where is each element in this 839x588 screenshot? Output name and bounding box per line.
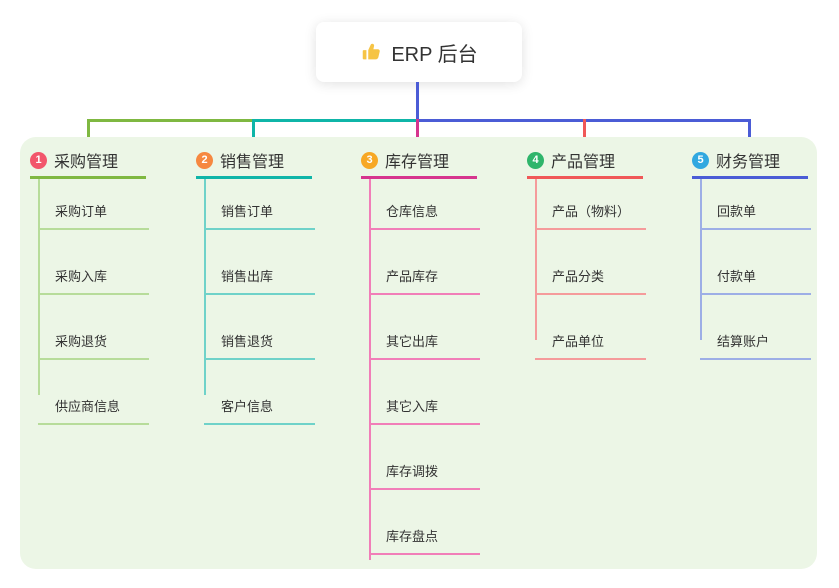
child-node-label: 产品单位 xyxy=(552,334,605,349)
branch-column-product: 4 产品管理 产品（物料） 产品分类 产品单位 xyxy=(527,149,687,360)
child-node[interactable]: 库存调拨 xyxy=(369,425,480,490)
connector-children-vline xyxy=(369,179,371,560)
branch-column-sales: 2 销售管理 销售订单 销售出库 销售退货 客户信息 xyxy=(196,149,356,425)
child-node[interactable]: 客户信息 xyxy=(204,360,315,425)
branch-number-badge: 3 xyxy=(361,151,378,169)
child-node-label: 库存调拨 xyxy=(386,464,439,479)
branch-column-finance: 5 财务管理 回款单 付款单 结算账户 xyxy=(692,149,839,360)
connector-children-vline xyxy=(700,179,702,340)
child-node[interactable]: 其它入库 xyxy=(369,360,480,425)
child-node[interactable]: 出库库明细 xyxy=(369,555,480,588)
child-node[interactable]: 销售出库 xyxy=(204,230,315,295)
connector-children-vline xyxy=(204,179,206,395)
child-node-label: 销售出库 xyxy=(221,269,274,284)
branch-column-inventory: 3 库存管理 仓库信息 产品库存 其它出库 其它入库 库存调拨 库存盘点 出库库… xyxy=(361,149,521,588)
branch-label: 库存管理 xyxy=(385,154,450,171)
branch-node-finance[interactable]: 5 财务管理 xyxy=(692,149,808,179)
child-node[interactable]: 采购退货 xyxy=(38,295,149,360)
child-node-label: 采购入库 xyxy=(55,269,108,284)
connector-drop-inventory xyxy=(416,119,419,150)
child-node-label: 仓库信息 xyxy=(386,204,439,219)
child-node[interactable]: 其它出库 xyxy=(369,295,480,360)
child-node[interactable]: 库存盘点 xyxy=(369,490,480,555)
connector-children-vline xyxy=(38,179,40,395)
child-node-label: 采购订单 xyxy=(55,204,108,219)
child-node[interactable]: 回款单 xyxy=(700,179,811,230)
branch-label: 财务管理 xyxy=(716,154,781,171)
child-node[interactable]: 采购入库 xyxy=(38,230,149,295)
branch-number-badge: 2 xyxy=(196,151,213,169)
child-node-label: 付款单 xyxy=(717,269,757,284)
connector-drop-finance xyxy=(748,119,751,150)
branch-label: 采购管理 xyxy=(54,154,119,171)
branch-number-badge: 4 xyxy=(527,151,544,169)
child-node-label: 回款单 xyxy=(717,204,757,219)
branch-label: 产品管理 xyxy=(551,154,616,171)
child-node[interactable]: 产品（物料） xyxy=(535,179,646,230)
root-node-label: ERP 后台 xyxy=(391,43,478,66)
child-node-label: 销售退货 xyxy=(221,334,274,349)
branch-node-purchase[interactable]: 1 采购管理 xyxy=(30,149,146,179)
connector-bus-green xyxy=(87,119,255,122)
child-node[interactable]: 销售退货 xyxy=(204,295,315,360)
child-node-label: 销售订单 xyxy=(221,204,274,219)
child-node[interactable]: 产品单位 xyxy=(535,295,646,360)
child-node[interactable]: 产品库存 xyxy=(369,230,480,295)
child-node[interactable]: 供应商信息 xyxy=(38,360,149,425)
connector-bus-teal xyxy=(253,119,418,122)
branch-node-sales[interactable]: 2 销售管理 xyxy=(196,149,312,179)
child-node[interactable]: 产品分类 xyxy=(535,230,646,295)
branch-node-inventory[interactable]: 3 库存管理 xyxy=(361,149,477,179)
child-node[interactable]: 销售订单 xyxy=(204,179,315,230)
branch-number-badge: 1 xyxy=(30,151,47,169)
connector-drop-sales xyxy=(252,119,255,150)
child-node-label: 库存盘点 xyxy=(386,529,439,544)
child-node[interactable]: 仓库信息 xyxy=(369,179,480,230)
child-node-label: 产品分类 xyxy=(552,269,605,284)
child-node-label: 供应商信息 xyxy=(55,399,121,414)
child-node-label: 其它出库 xyxy=(386,334,439,349)
root-node-erp[interactable]: ERP 后台 xyxy=(316,22,522,82)
connector-children-vline xyxy=(535,179,537,340)
branches-panel xyxy=(20,137,817,569)
connector-drop-product xyxy=(583,119,586,150)
child-node-label: 采购退货 xyxy=(55,334,108,349)
child-node[interactable]: 采购订单 xyxy=(38,179,149,230)
child-node-label: 其它入库 xyxy=(386,399,439,414)
child-node[interactable]: 付款单 xyxy=(700,230,811,295)
branch-label: 销售管理 xyxy=(220,154,285,171)
child-node[interactable]: 结算账户 xyxy=(700,295,811,360)
connector-root-drop xyxy=(416,82,419,120)
thumbs-up-icon xyxy=(360,41,382,63)
branch-node-product[interactable]: 4 产品管理 xyxy=(527,149,643,179)
child-node-label: 产品库存 xyxy=(386,269,439,284)
child-node-label: 结算账户 xyxy=(717,334,770,349)
branch-number-badge: 5 xyxy=(692,151,709,169)
child-node-label: 客户信息 xyxy=(221,399,274,414)
branch-column-purchase: 1 采购管理 采购订单 采购入库 采购退货 供应商信息 xyxy=(30,149,190,425)
connector-drop-purchase xyxy=(87,119,90,150)
child-node-label: 产品（物料） xyxy=(552,204,631,219)
